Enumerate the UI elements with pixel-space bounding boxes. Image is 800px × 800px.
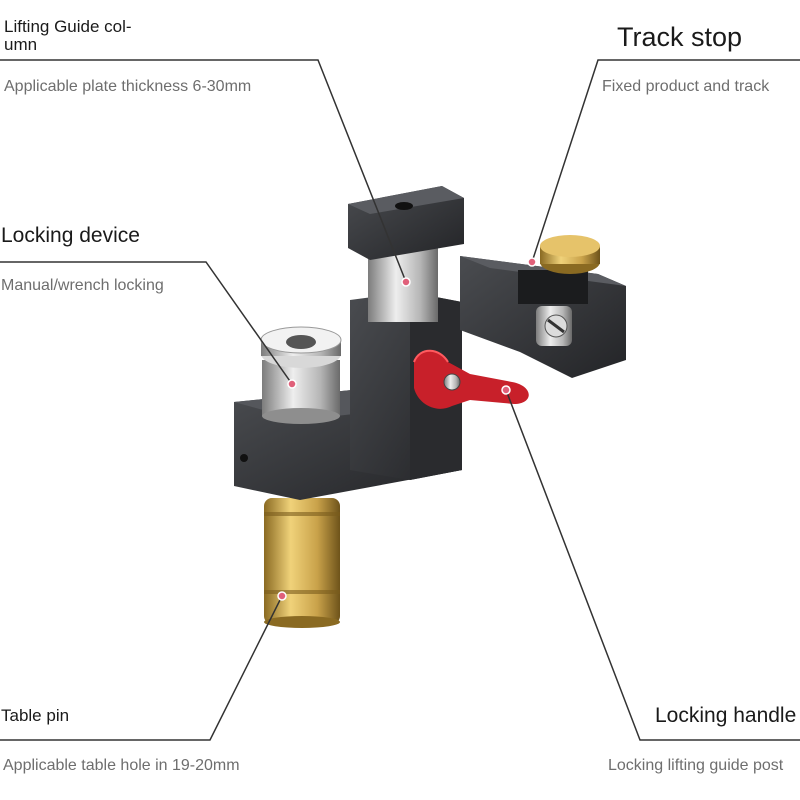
- marker-locking-handle: [501, 385, 511, 395]
- locking-handle-title: Locking handle: [655, 704, 797, 727]
- table-pin-title: Table pin: [1, 706, 70, 725]
- leader-locking-device: [0, 261, 293, 385]
- lifting-guide-column-title-line1: Lifting Guide col-: [4, 17, 132, 36]
- locking-handle-desc: Locking lifting guide post: [608, 757, 784, 774]
- table-pin-desc: Applicable table hole in 19-20mm: [3, 757, 240, 774]
- label-lifting-guide-column: Lifting Guide col- umn: [4, 18, 184, 54]
- top-cap: [348, 186, 464, 260]
- leader-lifting-guide-column: [0, 59, 407, 283]
- locking-device: [260, 326, 342, 424]
- locking-device-title: Locking device: [1, 224, 140, 247]
- locking-handle: [413, 349, 529, 409]
- leader-lines: [0, 59, 800, 741]
- marker-lifting-guide-column: [401, 277, 411, 287]
- marker-track-stop: [527, 257, 537, 267]
- leader-locking-handle: [505, 389, 800, 741]
- marker-table-pin: [277, 591, 287, 601]
- leader-track-stop: [531, 59, 800, 263]
- leader-table-pin: [0, 595, 283, 741]
- steel-screw: [536, 306, 572, 346]
- marker-locking-device: [287, 379, 297, 389]
- lifting-guide-column-title-line2: umn: [4, 35, 38, 54]
- brass-knob: [540, 235, 600, 274]
- track-stop-title: Track stop: [617, 22, 743, 52]
- markers: [277, 257, 537, 601]
- track-stop-desc: Fixed product and track: [602, 78, 770, 95]
- locking-device-desc: Manual/wrench locking: [1, 277, 164, 294]
- lifting-guide-column-desc: Applicable plate thickness 6-30mm: [4, 78, 252, 95]
